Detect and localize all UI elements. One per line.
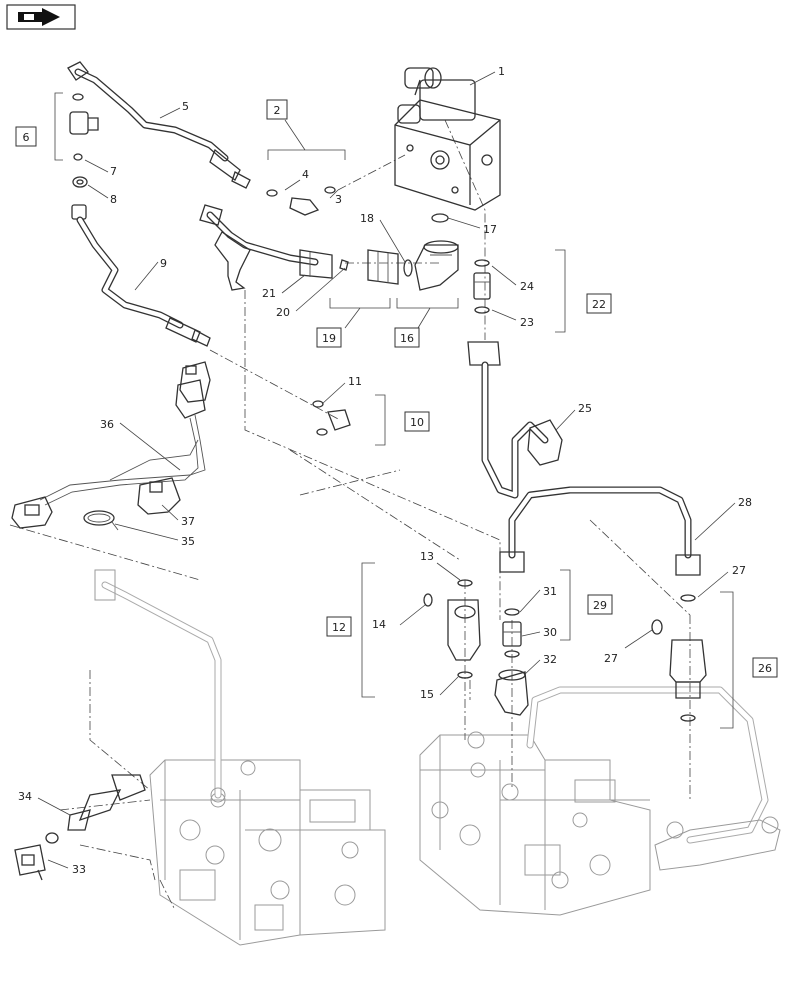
callout-13: 13 — [420, 550, 434, 563]
group-brackets — [54, 92, 734, 729]
part-18-adapter — [367, 249, 413, 285]
boxed-callout-19: 19 — [316, 327, 342, 348]
boxed-callout-29: 29 — [587, 594, 613, 615]
boxed-callout-2: 2 — [266, 99, 288, 120]
callout-21: 21 — [262, 287, 276, 300]
part-36-wire-harness — [11, 361, 211, 529]
callout-14: 14 — [372, 618, 386, 631]
part-35-clamp — [83, 510, 119, 531]
assembly-center-lines — [9, 119, 691, 911]
callout-1: 1 — [498, 65, 505, 78]
right-valve-bank — [419, 686, 781, 916]
callout-17: 17 — [483, 223, 497, 236]
ghost-tube-left — [94, 569, 226, 803]
boxed-callout-12: 12 — [326, 616, 352, 637]
callout-11: 11 — [348, 375, 362, 388]
callout-36: 36 — [100, 418, 114, 431]
part-28-tube — [499, 486, 701, 576]
part-22-connector — [431, 213, 491, 314]
svg-text:29: 29 — [593, 599, 607, 612]
part-32-elbow — [494, 669, 529, 716]
callout-31: 31 — [543, 585, 557, 598]
callout-30: 30 — [543, 626, 557, 639]
part-34-pressure-sender — [45, 774, 146, 844]
callout-27-lower: 27 — [604, 652, 618, 665]
callout-15: 15 — [420, 688, 434, 701]
svg-text:10: 10 — [410, 416, 424, 429]
callout-32: 32 — [543, 653, 557, 666]
boxed-callout-26: 26 — [752, 657, 778, 678]
callout-numbers: 1 3 4 5 7 8 9 11 13 14 15 17 18 20 21 23… — [18, 65, 752, 876]
callout-20: 20 — [276, 306, 290, 319]
boxed-callout-22: 22 — [586, 293, 612, 314]
callout-8: 8 — [110, 193, 117, 206]
part-6-tee-fitting — [67, 61, 99, 188]
svg-text:12: 12 — [332, 621, 346, 634]
callout-28: 28 — [738, 496, 752, 509]
callout-7: 7 — [110, 165, 117, 178]
part-4-elbow-fitting — [266, 186, 336, 216]
part-16-elbow-adapter — [414, 240, 459, 291]
left-valve-bank — [149, 759, 386, 946]
svg-text:6: 6 — [23, 131, 30, 144]
callout-33: 33 — [72, 863, 86, 876]
svg-text:22: 22 — [592, 298, 606, 311]
part-1-solenoid-valve — [394, 67, 501, 211]
part-25-tube — [467, 341, 563, 499]
callout-5: 5 — [182, 100, 189, 113]
callout-3: 3 — [335, 193, 342, 206]
boxed-callouts: 2 6 10 12 16 19 22 26 — [15, 99, 778, 678]
boxed-callout-10: 10 — [404, 411, 430, 432]
next-page-arrow-icon[interactable] — [6, 4, 76, 30]
part-29-adapter — [502, 608, 522, 658]
part-26-fitting — [651, 594, 707, 722]
svg-text:16: 16 — [400, 332, 414, 345]
callout-37: 37 — [181, 515, 195, 528]
part-21-hose-assembly — [199, 204, 349, 291]
callout-23: 23 — [520, 316, 534, 329]
callout-34: 34 — [18, 790, 32, 803]
part-33-switch — [14, 844, 46, 881]
boxed-callout-6: 6 — [15, 126, 37, 147]
part-5-tube — [74, 68, 251, 189]
callout-35: 35 — [181, 535, 195, 548]
boxed-callout-16: 16 — [394, 327, 420, 348]
part-12-tee-fitting — [423, 579, 481, 679]
svg-text:19: 19 — [322, 332, 336, 345]
callout-25: 25 — [578, 402, 592, 415]
callout-18: 18 — [360, 212, 374, 225]
svg-text:26: 26 — [758, 662, 772, 675]
callout-leader-lines — [37, 71, 736, 869]
callout-4: 4 — [302, 168, 309, 181]
callout-27-upper: 27 — [732, 564, 746, 577]
callout-24: 24 — [520, 280, 534, 293]
callout-9: 9 — [160, 257, 167, 270]
part-9-tube — [71, 204, 211, 347]
part-10-elbow — [312, 400, 351, 436]
svg-text:2: 2 — [274, 104, 281, 117]
